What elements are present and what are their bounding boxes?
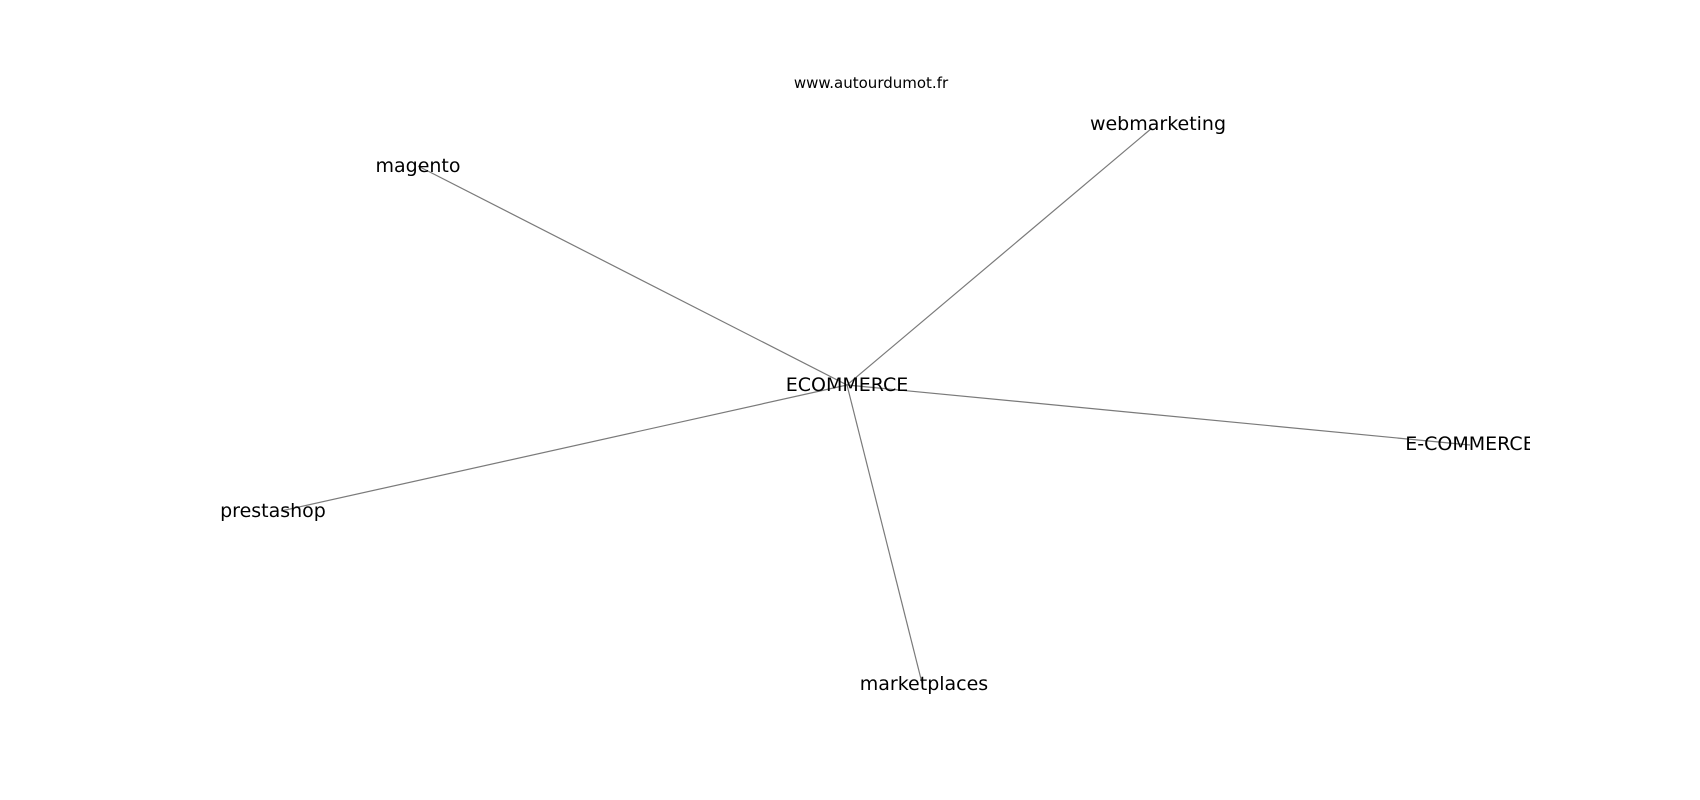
- edge-ecommerce-prestashop: [280, 384, 848, 512]
- edge-ecommerce-marketplaces: [846, 384, 923, 684]
- edge-ecommerce-e-commerce: [846, 384, 1471, 446]
- node-webmarketing[interactable]: webmarketing: [1090, 113, 1226, 135]
- node-center[interactable]: ECOMMERCE: [786, 374, 909, 396]
- node-marketplaces[interactable]: marketplaces: [860, 673, 988, 695]
- node-prestashop[interactable]: prestashop: [220, 500, 326, 522]
- nodes: ECOMMERCE magento webmarketing E-COMMERC…: [220, 113, 1534, 695]
- edge-ecommerce-webmarketing: [846, 127, 1153, 386]
- node-magento[interactable]: magento: [375, 155, 460, 177]
- edge-ecommerce-magento: [417, 165, 848, 386]
- site-watermark: www.autourdumot.fr: [794, 74, 949, 92]
- edges: [280, 127, 1471, 684]
- node-e-commerce[interactable]: E-COMMERCE: [1405, 433, 1534, 455]
